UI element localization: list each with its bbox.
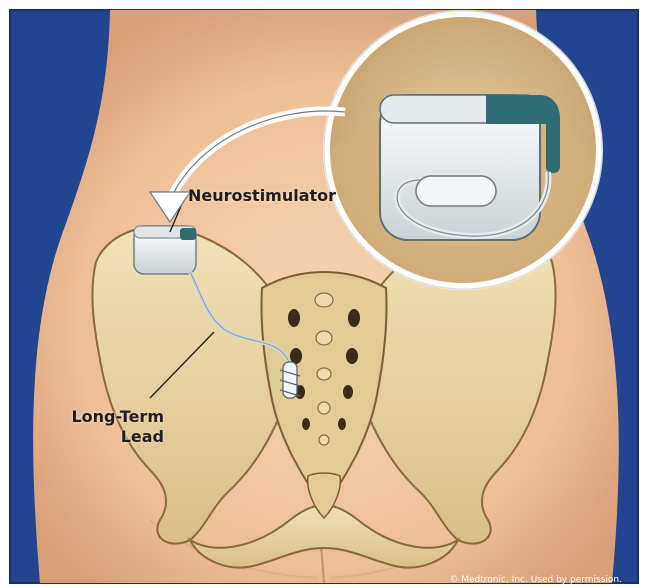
neurostimulator-device: [134, 226, 196, 274]
lead-electrode: [280, 362, 300, 398]
copyright-credit: © Medtronic, Inc. Used by permission.: [449, 575, 622, 585]
lead-label-line-1: Long-Term: [14, 407, 164, 427]
neurostimulator-label: Neurostimulator: [188, 186, 336, 205]
lead-label-line-2: Lead: [14, 427, 164, 447]
long-term-lead-label: Long-Term Lead: [14, 407, 164, 447]
